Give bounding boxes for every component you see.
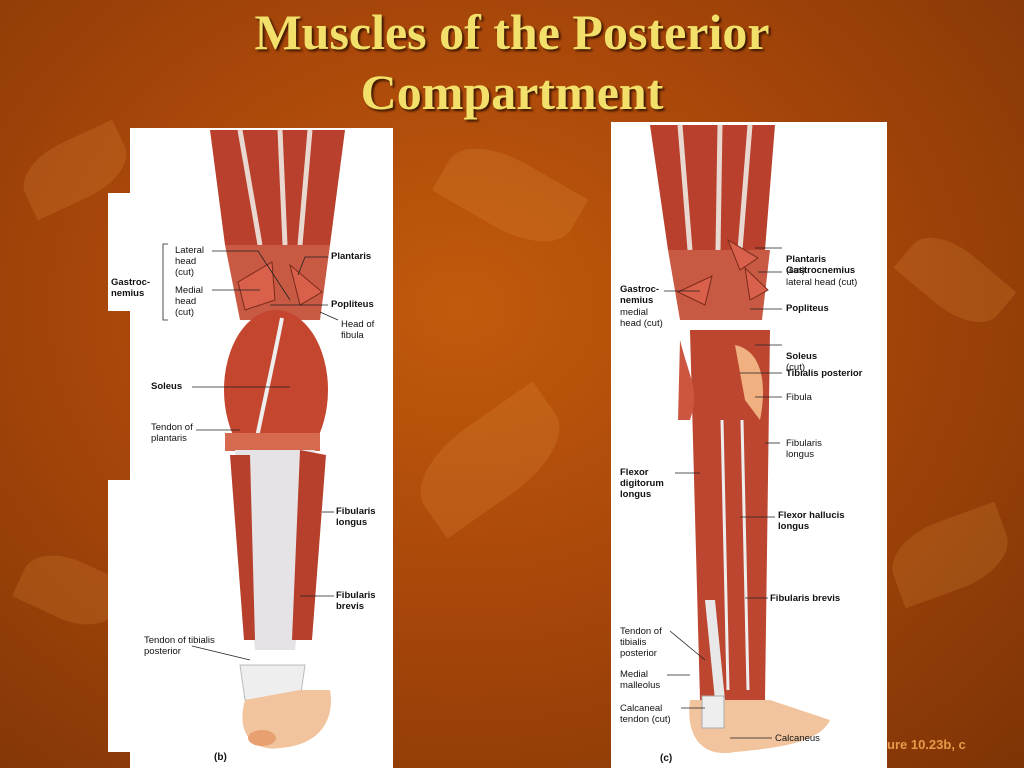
- label-gastrocnemius-medial-note: medial head (cut): [620, 307, 663, 329]
- label-plantaris-c: Plantaris (cut): [786, 243, 826, 276]
- label-soleus-b: Soleus: [151, 381, 183, 392]
- panel-b-label-strip: [108, 660, 190, 752]
- label-plantaris-b: Plantaris: [331, 251, 372, 262]
- label-medial-head: Medial head (cut): [175, 285, 203, 318]
- label-gastrocnemius-lateral: Gastrocnemius: [786, 265, 856, 276]
- label-soleus-c-name: Soleus: [786, 351, 818, 362]
- label-popliteus-c: Popliteus: [786, 303, 829, 314]
- label-medial-malleolus: Medial malleolus: [620, 669, 661, 691]
- label-soleus-c: Soleus (cut): [786, 340, 817, 373]
- slide-title: Muscles of the Posterior Compartment: [0, 2, 1024, 122]
- label-gastrocnemius-lateral-note: lateral head (cut): [786, 277, 858, 288]
- label-fibularis-longus-b: Fibularis longus: [336, 506, 376, 528]
- label-tendon-tibialis-posterior-b: Tendon of tibialis posterior: [144, 635, 215, 657]
- label-fibularis-brevis-c: Fibularis brevis: [770, 593, 841, 604]
- label-head-of-fibula: Head of fibula: [341, 319, 375, 341]
- panel-b-letter: (b): [214, 752, 227, 763]
- panel-b-label-strip: [108, 480, 138, 660]
- label-popliteus-b: Popliteus: [331, 299, 374, 310]
- label-tendon-of-plantaris: Tendon of plantaris: [151, 422, 193, 444]
- label-plantaris-c-name: Plantaris: [786, 254, 827, 265]
- panel-b-label-strip: [108, 193, 138, 311]
- label-tibialis-posterior-c: Tibialis posterior: [786, 368, 863, 379]
- title-line-1: Muscles of the Posterior: [254, 4, 770, 60]
- label-fibula: Fibula: [786, 392, 812, 403]
- title-line-2: Compartment: [360, 64, 664, 120]
- label-lateral-head: Lateral head (cut): [175, 245, 205, 278]
- label-tendon-tibialis-posterior-c: Tendon of tibialis posterior: [620, 626, 662, 659]
- label-calcaneus: Calcaneus: [775, 733, 820, 744]
- label-gastrocnemius-b: Gastroc- nemius: [111, 277, 151, 299]
- label-calcaneal-tendon: Calcaneal tendon (cut): [620, 703, 671, 725]
- label-flexor-hallucis-longus: Flexor hallucis longus: [778, 510, 845, 532]
- label-fibularis-longus-c: Fibularis longus: [786, 438, 822, 460]
- label-fibularis-brevis-b: Fibularis brevis: [336, 590, 376, 612]
- label-flexor-digitorum-longus: Flexor digitorum longus: [620, 467, 664, 500]
- label-gastrocnemius-medial: Gastroc- nemius: [620, 284, 660, 306]
- label-soleus-c-note: (cut): [786, 362, 805, 373]
- panel-c-letter: (c): [660, 753, 673, 764]
- label-plantaris-c-note: (cut): [786, 265, 805, 276]
- figure-reference: ure 10.23b, c: [887, 737, 966, 752]
